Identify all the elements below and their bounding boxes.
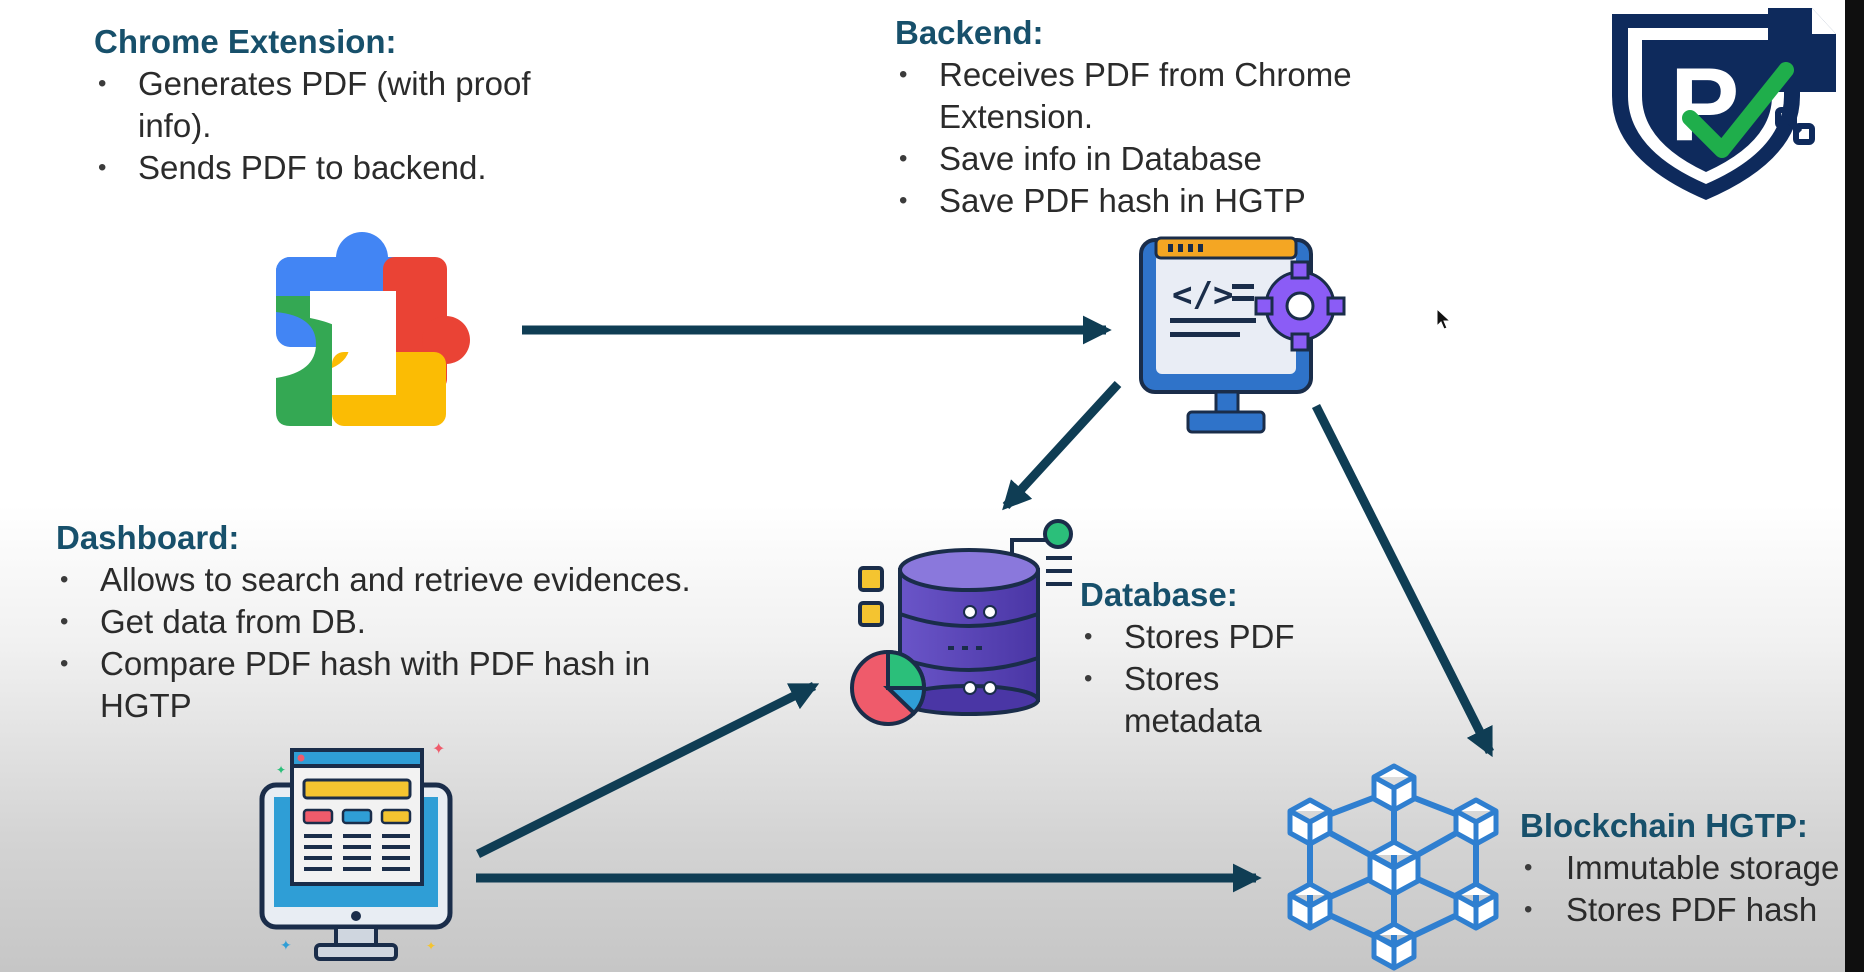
database-note: Database: Stores PDF Stores metadata (1080, 575, 1320, 742)
svg-text:✦: ✦ (276, 763, 286, 777)
backend-title: Backend: (895, 14, 1044, 51)
chrome-extension-bullet-2: Sends PDF to backend. (94, 147, 614, 189)
backend-bullet-1: Receives PDF from Chrome Extension. (895, 54, 1389, 138)
backend-bullet-2: Save info in Database (895, 138, 1415, 180)
chrome-extension-icon (276, 232, 470, 426)
arrow-backend-to-blockchain (1311, 403, 1495, 758)
chrome-extension-title: Chrome Extension: (94, 23, 397, 60)
chrome-extension-bullet-1: Generates PDF (with proof info). (94, 63, 568, 147)
mouse-cursor-icon (1436, 308, 1452, 330)
arrow-dashboard-to-database (475, 681, 820, 859)
svg-text:✦: ✦ (280, 937, 292, 953)
dashboard-bullet-3: Compare PDF hash with PDF hash in HGTP (56, 643, 700, 727)
dashboard-bullet-1: Allows to search and retrieve evidences. (56, 559, 776, 601)
blockchain-icon (1287, 763, 1499, 971)
dashboard-monitor-icon: ✦ ✦ ✦ ✦ (259, 741, 453, 961)
svg-text:✦: ✦ (432, 741, 445, 758)
svg-text:</>: </> (1172, 275, 1233, 315)
database-bullet-1: Stores PDF (1080, 616, 1320, 658)
chrome-extension-note: Chrome Extension: Generates PDF (with pr… (94, 22, 614, 189)
backend-server-icon: </> (1139, 236, 1346, 434)
dashboard-bullet-2: Get data from DB. (56, 601, 776, 643)
database-bullet-2: Stores metadata (1080, 658, 1294, 742)
arrow-backend-to-database (1002, 380, 1122, 511)
svg-text:✦: ✦ (426, 939, 436, 953)
video-edge-strip (1845, 0, 1864, 972)
dashboard-title: Dashboard: (56, 519, 240, 556)
database-title: Database: (1080, 576, 1238, 613)
backend-bullet-3: Save PDF hash in HGTP (895, 180, 1415, 222)
blockchain-note: Blockchain HGTP: Immutable storage Store… (1520, 806, 1845, 931)
blockchain-bullet-1: Immutable storage (1520, 847, 1845, 889)
database-icon (850, 519, 1073, 726)
dashboard-note: Dashboard: Allows to search and retrieve… (56, 518, 776, 727)
backend-note: Backend: Receives PDF from Chrome Extens… (895, 13, 1415, 222)
proof-logo-icon: P (1612, 8, 1836, 200)
blockchain-bullet-2: Stores PDF hash (1520, 889, 1845, 931)
blockchain-title: Blockchain HGTP: (1520, 807, 1808, 844)
